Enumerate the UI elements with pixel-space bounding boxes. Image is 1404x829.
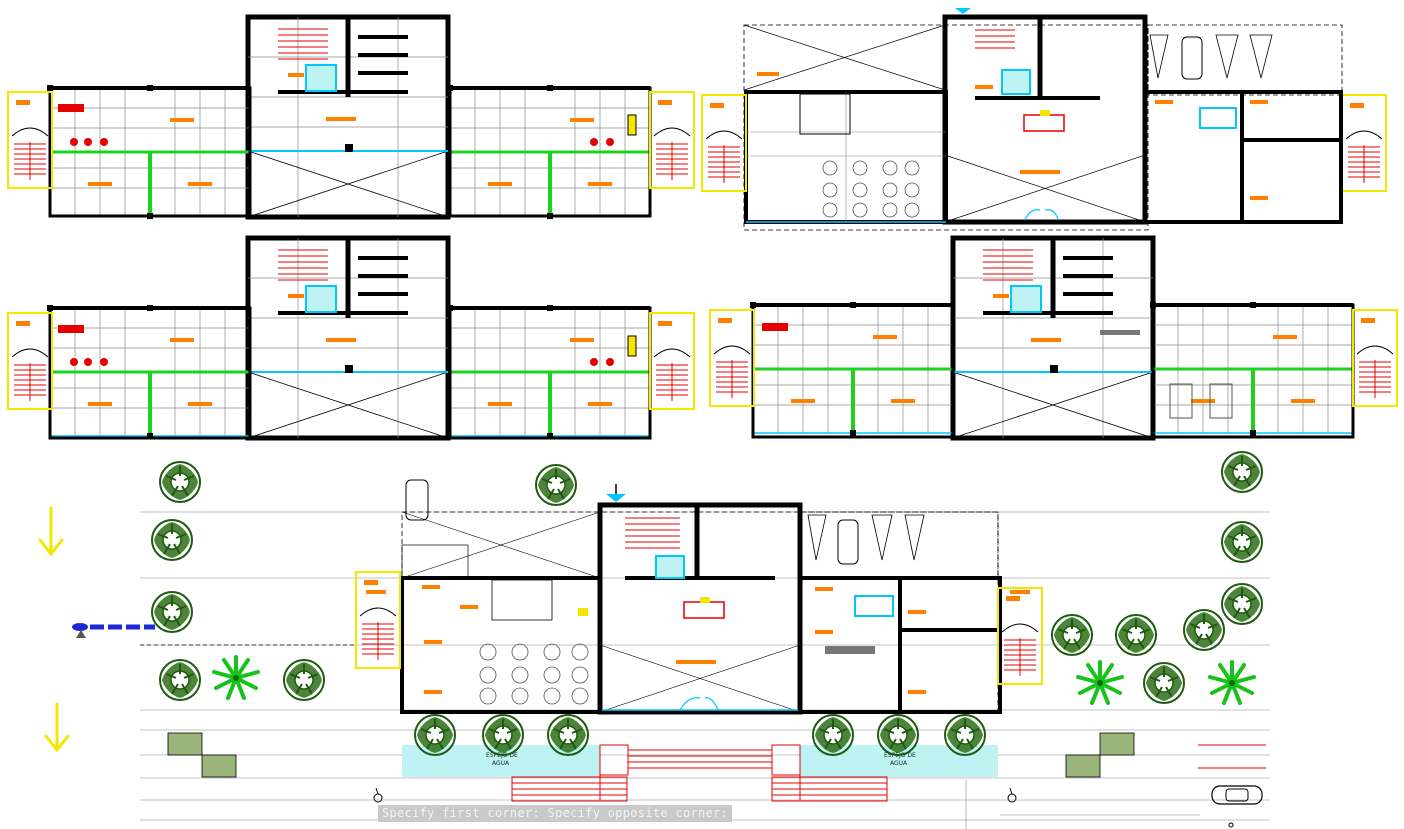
site-plan: ESPEJO DE AGUA ESPEJO DE AGUA <box>38 451 1270 829</box>
floor-plan-1 <box>7 17 695 221</box>
wheelchair-icon <box>373 787 1017 803</box>
entry-path-icon <box>72 623 155 638</box>
palm-icon <box>212 655 1256 705</box>
command-line-prompt[interactable]: Specify first corner: Specify opposite c… <box>378 805 733 822</box>
car-icon <box>1211 785 1263 828</box>
water-label-subtitle-right: AGUA <box>890 760 908 767</box>
water-label-subtitle-left: AGUA <box>492 760 510 767</box>
floor-plan-4 <box>709 238 1398 438</box>
down-arrow-icon <box>38 506 70 753</box>
floor-plan-2 <box>701 8 1387 231</box>
floor-plan-3 <box>7 238 695 441</box>
